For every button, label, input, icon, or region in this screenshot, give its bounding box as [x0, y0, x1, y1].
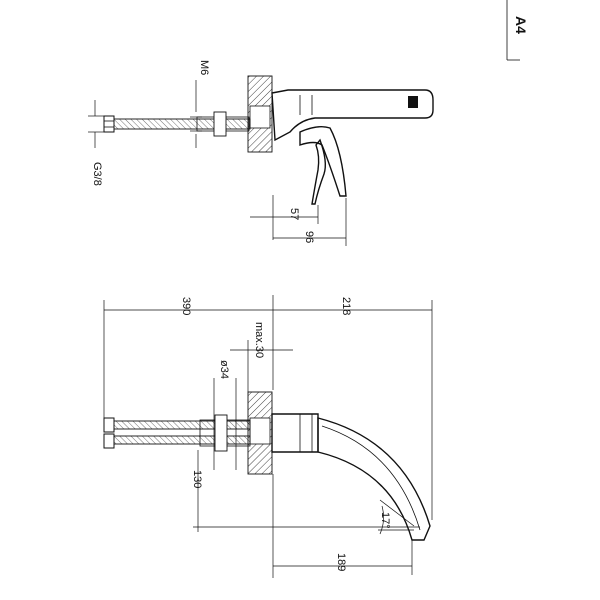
- dim-angle-label: 17°: [379, 512, 391, 529]
- faucet-spout-side: [271, 413, 431, 575]
- dim-130-label: 130: [191, 470, 203, 488]
- top-view: M6 G3/8 57 96: [88, 60, 434, 246]
- supply-hoses-side: [103, 414, 251, 452]
- sheet-label: A4: [513, 16, 529, 34]
- dim-96: 96: [273, 198, 347, 246]
- dim-g38: G3/8: [88, 100, 104, 186]
- dim-57-label: 57: [288, 208, 300, 220]
- dim-189-label: 189: [335, 553, 347, 571]
- dim-218-label: 218: [340, 297, 352, 315]
- dim-57: 57: [250, 195, 319, 240]
- wall-section-top: [247, 75, 273, 153]
- dim-218: 218: [272, 295, 433, 520]
- side-view: 390 218 max.30 ø34: [103, 295, 433, 578]
- dim-96-label: 96: [303, 231, 315, 243]
- faucet-body-top: [271, 89, 434, 205]
- dim-m6: M6: [190, 60, 210, 148]
- dim-m6-label: M6: [198, 60, 210, 75]
- dim-g38-label: G3/8: [91, 162, 103, 186]
- dim-angle: 17°: [378, 499, 415, 535]
- dim-dia34-label: ø34: [218, 360, 230, 379]
- wall-section-side: [247, 391, 273, 475]
- dim-390-label: 390: [180, 297, 192, 315]
- dim-390: 390: [103, 297, 273, 420]
- dim-max30-label: max.30: [253, 322, 265, 358]
- dim-189: 189: [272, 474, 412, 578]
- dim-130: 130: [191, 450, 420, 532]
- sheet-tag: A4: [506, 0, 529, 61]
- supply-hose-top: [103, 111, 251, 137]
- dim-max30: max.30: [230, 322, 293, 392]
